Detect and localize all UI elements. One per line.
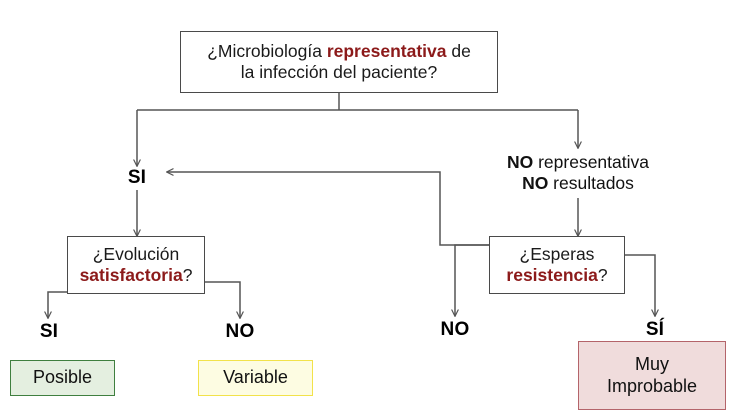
no-representativa-rest-2: resultados: [548, 173, 634, 193]
result-improbable-line1: Muy: [634, 353, 669, 374]
branch-label-si-top: SI: [112, 166, 162, 190]
edge-esperas-si: [625, 254, 655, 316]
branch-label-evolucion-si: SI: [25, 320, 73, 344]
no-representativa-bold-2: NO: [522, 173, 549, 193]
no-representativa-label: NO representativa NO resultados: [460, 146, 696, 200]
evolucion-question-qmark: ?: [182, 265, 193, 285]
evolucion-question-box: ¿Evolución satisfactoria?: [67, 236, 205, 294]
result-box-muy-improbable: Muy Improbable: [578, 341, 726, 410]
root-question-emphasis: representativa: [326, 40, 447, 61]
branch-label-esperas-no: NO: [429, 318, 481, 342]
branch-label-si-top-text: SI: [127, 167, 147, 189]
result-box-variable: Variable: [198, 360, 313, 396]
edge-esperas-loop-to-si: [167, 172, 489, 246]
result-improbable-line2: Improbable: [606, 375, 698, 396]
root-question-line1-prefix: ¿Microbiología: [207, 40, 327, 61]
esperas-question-emphasis: resistencia: [506, 265, 598, 285]
no-representativa-bold-1: NO: [506, 151, 534, 172]
no-representativa-rest-1: representativa: [533, 151, 649, 172]
result-variable-text: Variable: [223, 367, 288, 388]
branch-label-esperas-no-text: NO: [440, 319, 470, 341]
esperas-question-qmark: ?: [597, 265, 608, 285]
branch-label-evolucion-no: NO: [214, 320, 266, 344]
result-box-posible: Posible: [10, 360, 115, 396]
evolucion-question-emphasis: satisfactoria: [79, 265, 183, 285]
root-question-box: ¿Microbiología representativa de la infe…: [180, 31, 498, 93]
edge-esperas-no: [455, 244, 489, 316]
edge-evolucion-si: [48, 291, 67, 318]
esperas-question-box: ¿Esperas resistencia?: [489, 236, 625, 294]
branch-label-evolucion-no-text: NO: [225, 321, 255, 343]
evolucion-question-line1: ¿Evolución: [92, 243, 180, 264]
root-question-line1-suffix: de: [446, 40, 471, 61]
branch-label-esperas-si-text: SÍ: [645, 319, 665, 341]
branch-label-esperas-si: SÍ: [631, 318, 679, 342]
result-posible-text: Posible: [32, 367, 93, 388]
root-question-line2: la infección del paciente?: [240, 62, 438, 82]
esperas-question-line1: ¿Esperas: [519, 243, 595, 264]
edge-evolucion-no: [205, 281, 240, 318]
branch-label-evolucion-si-text: SI: [39, 321, 59, 343]
